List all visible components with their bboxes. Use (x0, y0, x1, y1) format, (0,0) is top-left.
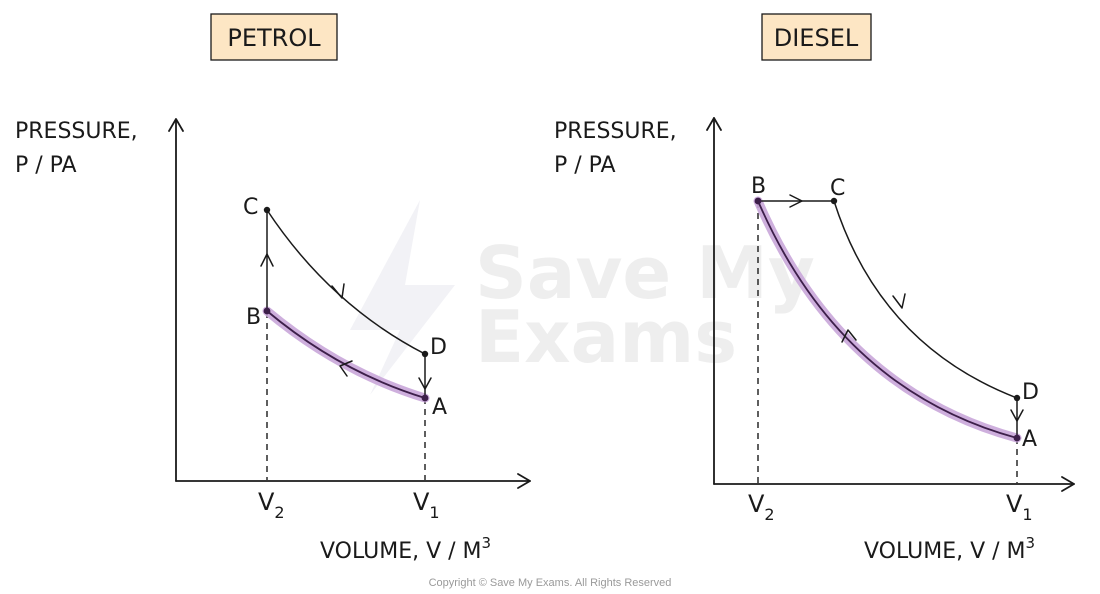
petrol-label-c: C (243, 195, 258, 220)
diesel-tick-v2: V2 (748, 490, 775, 524)
diesel-heat-in-arrow-icon (789, 194, 803, 208)
petrol-point-a (421, 394, 429, 402)
diesel-title: DIESEL (774, 24, 859, 52)
petrol-tick-v2-letter: V (258, 488, 275, 516)
diesel-y-axis-arrow-icon (706, 117, 722, 131)
petrol-tick-v1-sub: 1 (429, 503, 439, 522)
diesel-label-c: C (830, 176, 845, 201)
petrol-x-label-text: VOLUME, V / M (320, 539, 482, 564)
petrol-y-label-line2: P / PA (15, 153, 77, 178)
petrol-tick-v1-letter: V (413, 488, 430, 516)
petrol-x-axis-arrow-icon (517, 473, 531, 489)
diesel-y-label-line2: P / PA (554, 153, 616, 178)
diesel-expansion-curve (833, 200, 1018, 399)
petrol-point-c (263, 206, 271, 214)
petrol-panel: PETROL PRESSURE, P / PA C B D A (15, 13, 531, 564)
petrol-label-b: B (246, 305, 261, 330)
petrol-compression-curve (266, 310, 426, 399)
watermark: Save My Exams (350, 200, 815, 395)
diesel-point-c (830, 197, 838, 205)
petrol-label-d: D (430, 335, 447, 360)
diesel-tick-v1: V1 (1006, 490, 1033, 524)
petrol-x-label: VOLUME, V / M3 (320, 534, 491, 564)
petrol-tick-v2: V2 (258, 488, 285, 522)
watermark-logo-icon (350, 200, 455, 395)
watermark-line2: Exams (475, 295, 737, 379)
diesel-heat-out-arrow-icon (1010, 409, 1024, 422)
diesel-tick-v1-letter: V (1006, 490, 1023, 518)
diesel-x-label: VOLUME, V / M3 (864, 534, 1035, 564)
diesel-tick-v2-letter: V (748, 490, 765, 518)
diesel-compression-arrow-icon (841, 329, 857, 343)
diesel-point-a (1013, 434, 1021, 442)
diesel-point-d (1013, 394, 1021, 402)
petrol-x-label-exp: 3 (482, 534, 492, 552)
petrol-label-a: A (432, 395, 447, 420)
diesel-expansion-arrow-icon (892, 293, 906, 309)
petrol-heat-out-arrow-icon (418, 377, 432, 390)
diesel-tick-v2-sub: 2 (764, 505, 774, 524)
petrol-expansion-arrow-icon (331, 283, 345, 299)
petrol-point-d (421, 350, 429, 358)
petrol-title: PETROL (227, 24, 321, 52)
diesel-tick-v1-sub: 1 (1022, 505, 1032, 524)
petrol-y-axis-arrow-icon (168, 118, 184, 132)
diesel-label-b: B (751, 174, 766, 199)
petrol-compression-arrow-icon (339, 360, 353, 377)
diesel-x-label-text: VOLUME, V / M (864, 539, 1026, 564)
diesel-y-label-line1: PRESSURE, (554, 119, 677, 144)
diesel-title-box (761, 13, 872, 61)
petrol-title-box (210, 13, 338, 61)
diesel-x-axis-arrow-icon (1061, 476, 1075, 492)
diesel-label-d: D (1022, 380, 1039, 405)
diesel-compression-curve (757, 200, 1018, 439)
diesel-x-label-exp: 3 (1026, 534, 1036, 552)
petrol-tick-v2-sub: 2 (274, 503, 284, 522)
petrol-heat-in-arrow-icon (260, 253, 274, 267)
petrol-y-label-line1: PRESSURE, (15, 119, 138, 144)
copyright-notice: Copyright © Save My Exams. All Rights Re… (429, 577, 672, 589)
diesel-panel: DIESEL PRESSURE, P / PA B C D A (554, 13, 1075, 564)
petrol-point-b (263, 307, 271, 315)
diesel-label-a: A (1022, 427, 1037, 452)
diesel-point-b (754, 197, 762, 205)
petrol-tick-v1: V1 (413, 488, 440, 522)
